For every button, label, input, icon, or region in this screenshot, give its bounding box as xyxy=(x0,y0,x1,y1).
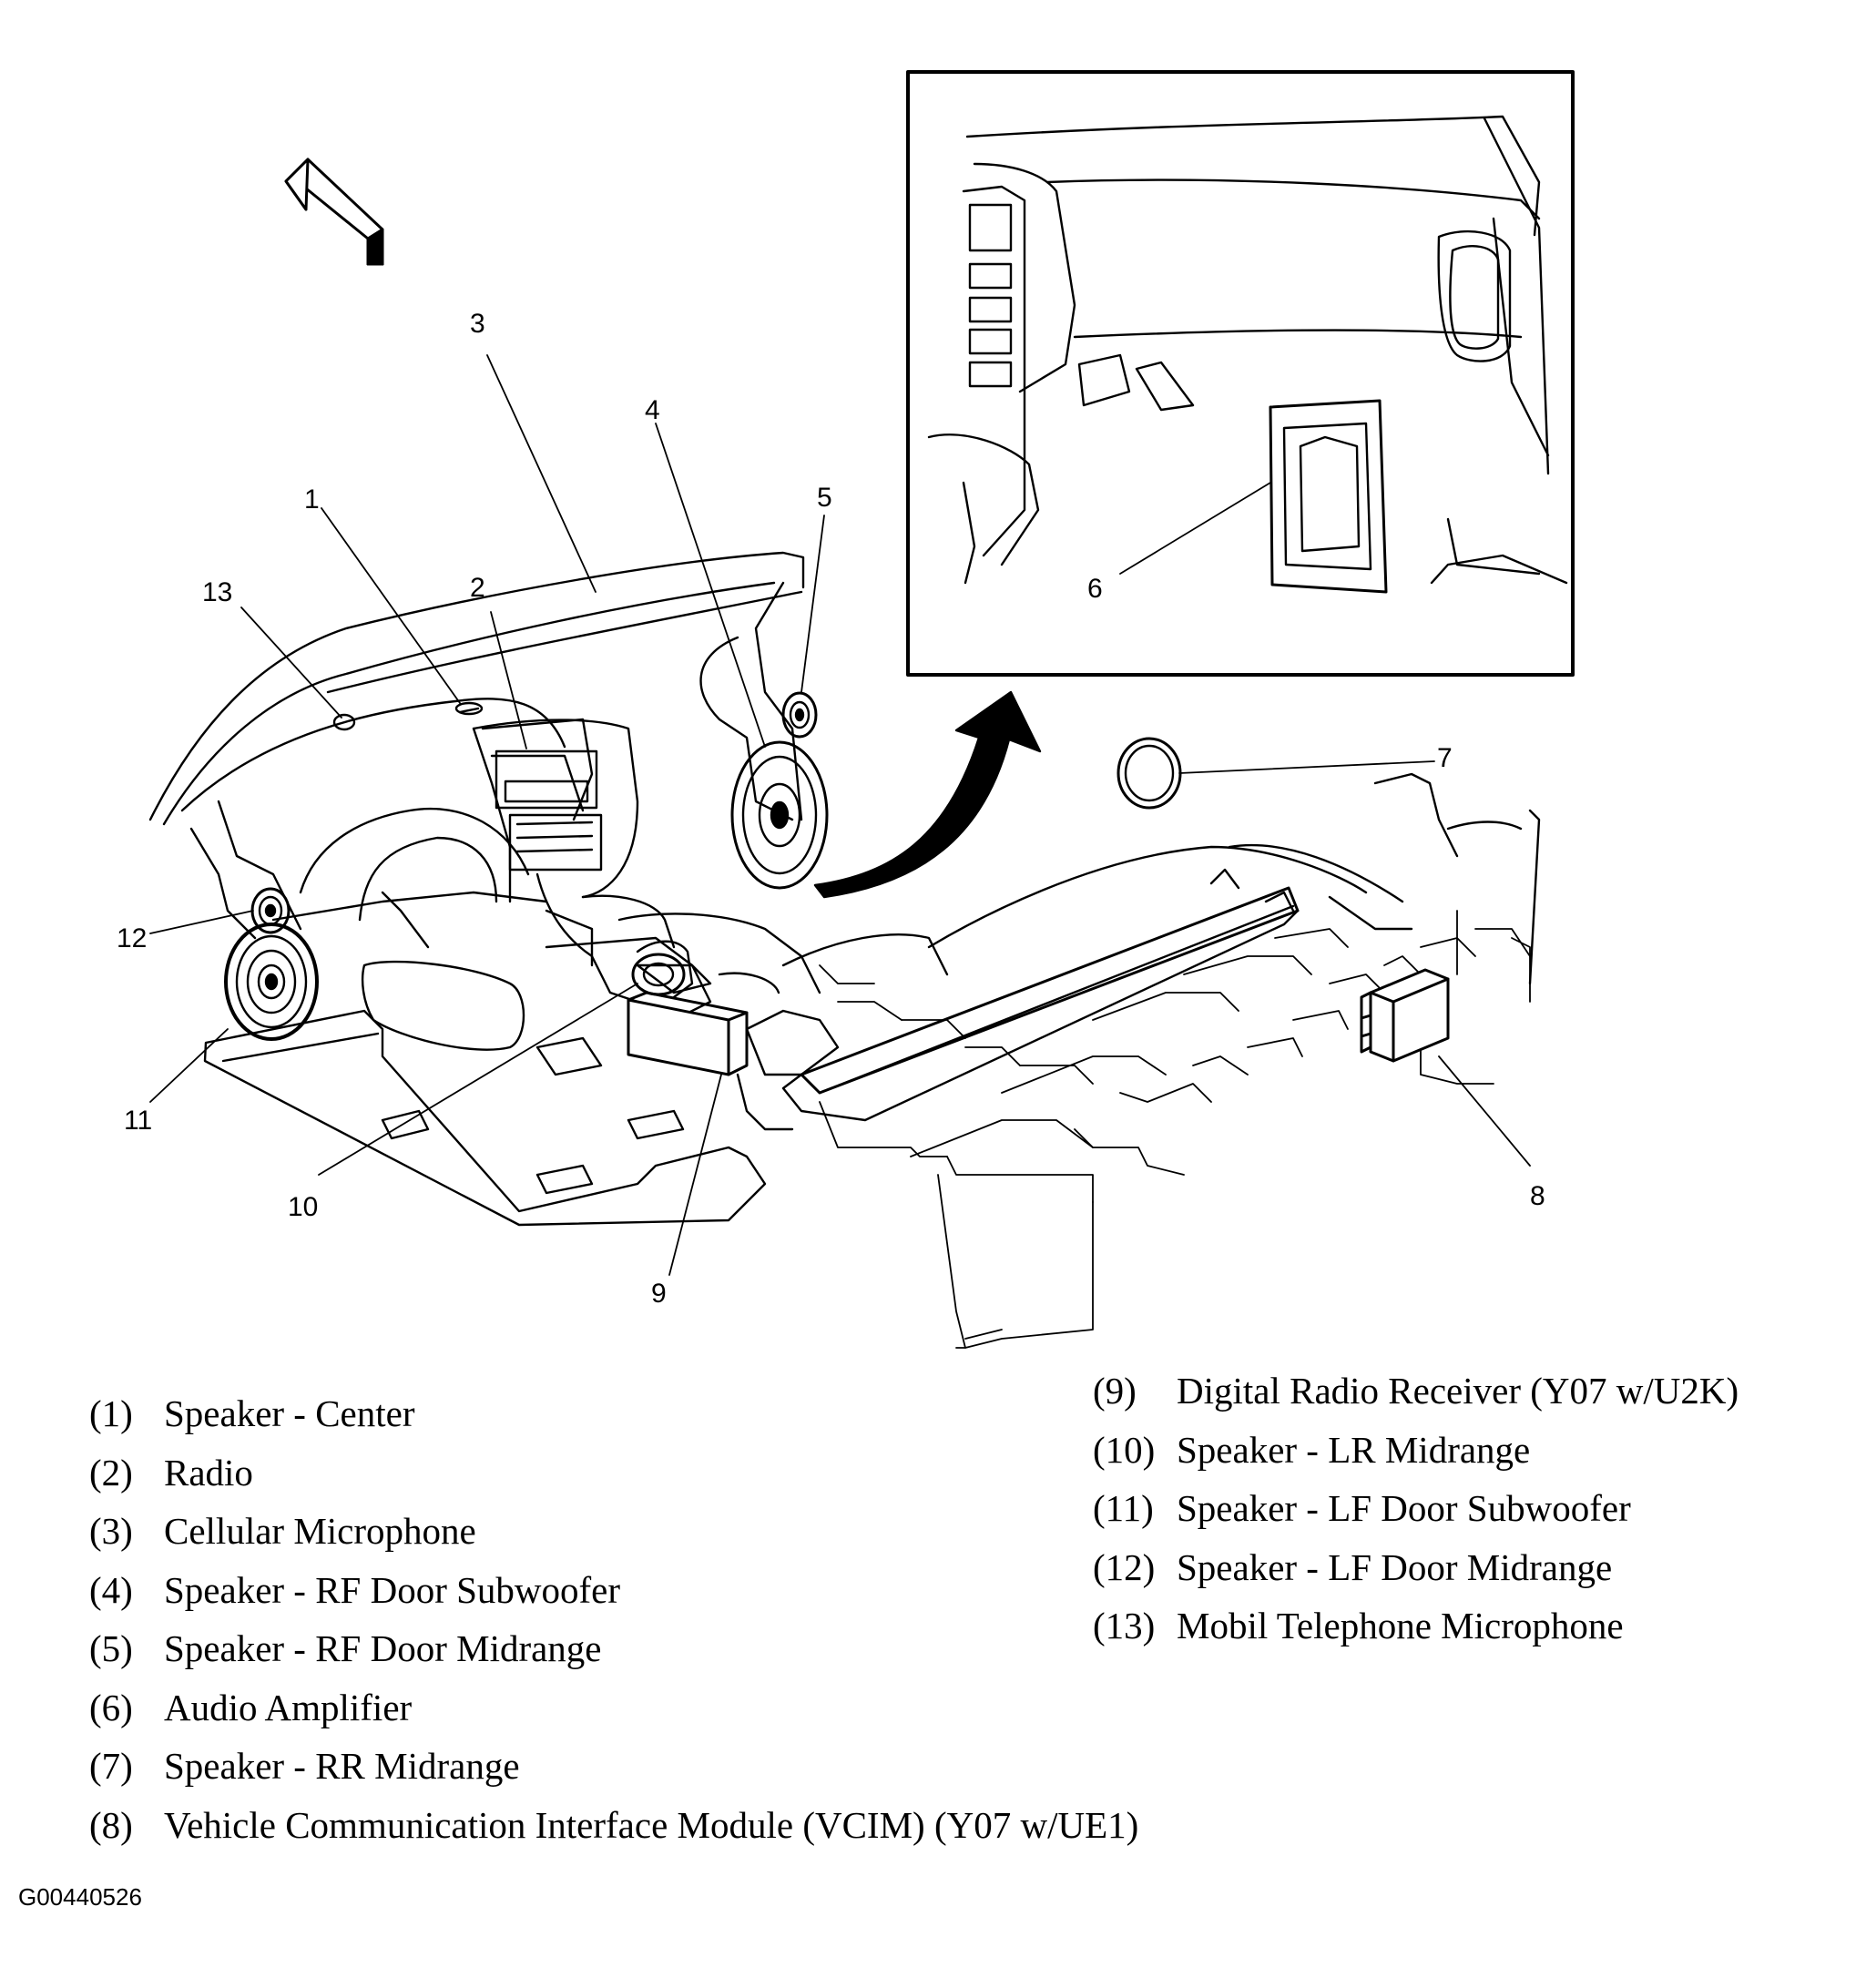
legend-item: (13) Mobil Telephone Microphone xyxy=(1093,1596,1739,1656)
legend-item-number: (10) xyxy=(1093,1428,1156,1471)
rr-midrange-speaker-icon xyxy=(1117,737,1182,810)
legend-item: (1) Speaker - Center xyxy=(89,1384,1138,1443)
console-tunnel xyxy=(617,912,949,1131)
rear-cargo-rail xyxy=(781,772,1541,1122)
legend-item: (9) Digital Radio Receiver (Y07 w/U2K) xyxy=(1093,1361,1739,1421)
callout-labels: 1 2 3 4 5 6 7 8 9 10 11 12 13 xyxy=(117,309,1545,1309)
legend-item-text: Speaker - RF Door Subwoofer xyxy=(164,1568,621,1611)
legend-item-number: (4) xyxy=(89,1568,133,1611)
lf-door-subwoofer-icon xyxy=(224,923,319,1041)
rf-door-subwoofer-icon xyxy=(730,740,829,890)
legend-item-text: Cellular Microphone xyxy=(164,1510,476,1552)
legend-item: (8) Vehicle Communication Interface Modul… xyxy=(89,1796,1138,1855)
legend-item: (7) Speaker - RR Midrange xyxy=(89,1737,1138,1796)
legend-right: (9) Digital Radio Receiver (Y07 w/U2K) (10… xyxy=(1093,1361,1739,1656)
callout-3: 3 xyxy=(470,309,485,339)
lr-midrange-speaker-icon xyxy=(631,940,694,999)
legend-item-number: (3) xyxy=(89,1510,133,1552)
legend-item-number: (9) xyxy=(1093,1370,1137,1412)
center-speaker-icon xyxy=(454,701,484,716)
rear-floor-panels xyxy=(819,910,1531,1349)
inset-detail-box xyxy=(906,70,1575,677)
legend-item: (10) Speaker - LR Midrange xyxy=(1093,1421,1739,1480)
legend-item-number: (11) xyxy=(1093,1487,1154,1529)
callout-10: 10 xyxy=(288,1192,318,1222)
legend-item-number: (6) xyxy=(89,1686,133,1728)
legend-item-number: (13) xyxy=(1093,1605,1156,1646)
legend-item-number: (7) xyxy=(89,1745,133,1787)
callout-5: 5 xyxy=(817,483,832,513)
center-stack xyxy=(472,719,712,1022)
legend-item-number: (8) xyxy=(89,1803,133,1846)
vcim-module-icon xyxy=(1360,968,1450,1063)
digital-radio-receiver-icon xyxy=(627,991,749,1076)
legend-item-text: Vehicle Communication Interface Module (… xyxy=(164,1803,1139,1846)
legend-item-text: Digital Radio Receiver (Y07 w/U2K) xyxy=(1177,1370,1739,1412)
rf-door-midrange-icon xyxy=(781,691,818,739)
callout-13: 13 xyxy=(202,577,232,607)
leader-lines xyxy=(149,354,1531,1276)
callout-2: 2 xyxy=(470,573,485,603)
legend-item: (6) Audio Amplifier xyxy=(89,1678,1138,1738)
windshield-and-dash xyxy=(148,551,805,940)
legend-item: (4) Speaker - RF Door Subwoofer xyxy=(89,1561,1138,1620)
legend-item-number: (1) xyxy=(89,1392,133,1434)
legend-item-number: (12) xyxy=(1093,1545,1156,1588)
legend-item: (2) Radio xyxy=(89,1443,1138,1503)
legend-item-text: Radio xyxy=(164,1451,253,1494)
detail-arrow-icon xyxy=(813,690,1042,899)
callout-9: 9 xyxy=(651,1279,667,1309)
legend-item-text: Speaker - RF Door Midrange xyxy=(164,1627,602,1669)
callout-7: 7 xyxy=(1437,743,1453,773)
callout-6: 6 xyxy=(1087,574,1103,604)
legend-left: (1) Speaker - Center (2) Radio (3) Cellular M… xyxy=(89,1384,1138,1854)
callout-8: 8 xyxy=(1530,1181,1545,1211)
legend-item: (11) Speaker - LF Door Subwoofer xyxy=(1093,1479,1739,1538)
legend-item-text: Mobil Telephone Microphone xyxy=(1177,1605,1624,1646)
callout-12: 12 xyxy=(117,923,147,953)
callout-4: 4 xyxy=(645,395,660,425)
legend-item-text: Audio Amplifier xyxy=(164,1686,413,1728)
legend-item-number: (2) xyxy=(89,1451,133,1494)
legend-item: (5) Speaker - RF Door Midrange xyxy=(89,1619,1138,1678)
legend-item-number: (5) xyxy=(89,1627,133,1669)
legend-item-text: Speaker - LF Door Midrange xyxy=(1177,1545,1613,1588)
callout-11: 11 xyxy=(124,1106,152,1136)
legend-item-text: Speaker - LF Door Subwoofer xyxy=(1177,1487,1631,1529)
callout-1: 1 xyxy=(304,484,320,515)
legend-item-text: Speaker - LR Midrange xyxy=(1177,1428,1531,1471)
floor-pan xyxy=(203,891,767,1227)
front-direction-arrow-icon xyxy=(284,158,384,266)
legend-item: (3) Cellular Microphone xyxy=(89,1502,1138,1561)
mobil-telephone-microphone-icon xyxy=(332,713,356,731)
legend-item-text: Speaker - RR Midrange xyxy=(164,1745,520,1787)
legend-item: (12) Speaker - LF Door Midrange xyxy=(1093,1538,1739,1597)
legend-item-text: Speaker - Center xyxy=(164,1392,415,1434)
figure-id: G00440526 xyxy=(18,1883,142,1911)
